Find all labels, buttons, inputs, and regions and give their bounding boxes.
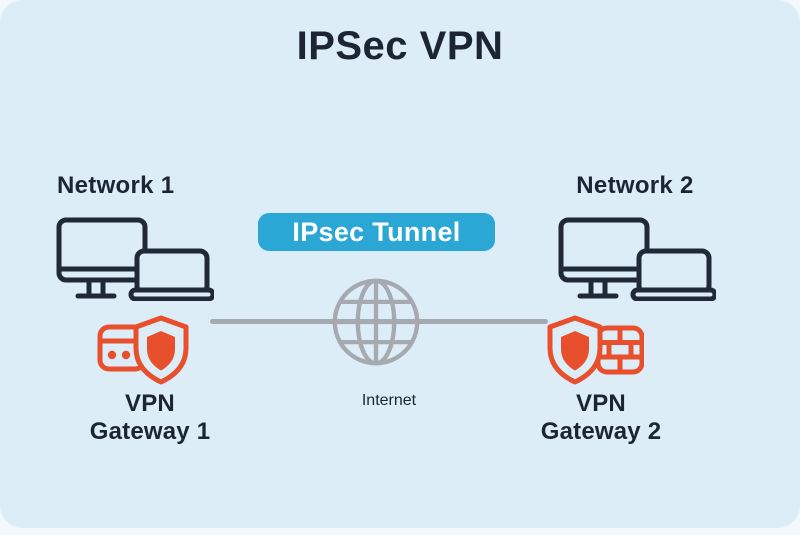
ipsec-tunnel-badge: IPsec Tunnel [258, 213, 495, 251]
vpn-gateway2-label-line2: Gateway 2 [540, 418, 662, 445]
vpn-gateway1-label-line1: VPN [125, 390, 175, 417]
desktop-laptop-icon [56, 217, 214, 301]
ipsec-tunnel-label: IPsec Tunnel [292, 216, 461, 247]
page-title: IPSec VPN [296, 24, 504, 68]
internet-label: Internet [361, 392, 417, 409]
firewall-shield-icon [547, 315, 644, 385]
network2-label: Network 2 [576, 172, 694, 199]
vpn-gateway1-label: VPN Gateway 1 [75, 390, 225, 446]
network1-label: Network 1 [57, 172, 175, 199]
router-shield-icon [97, 315, 189, 385]
desktop-laptop-icon [558, 217, 716, 301]
vpn-gateway2-label-line1: VPN [576, 390, 626, 417]
vpn-gateway2-label: VPN Gateway 2 [526, 390, 676, 446]
globe-icon [332, 278, 420, 366]
vpn-gateway1-label-line2: Gateway 1 [89, 418, 211, 445]
